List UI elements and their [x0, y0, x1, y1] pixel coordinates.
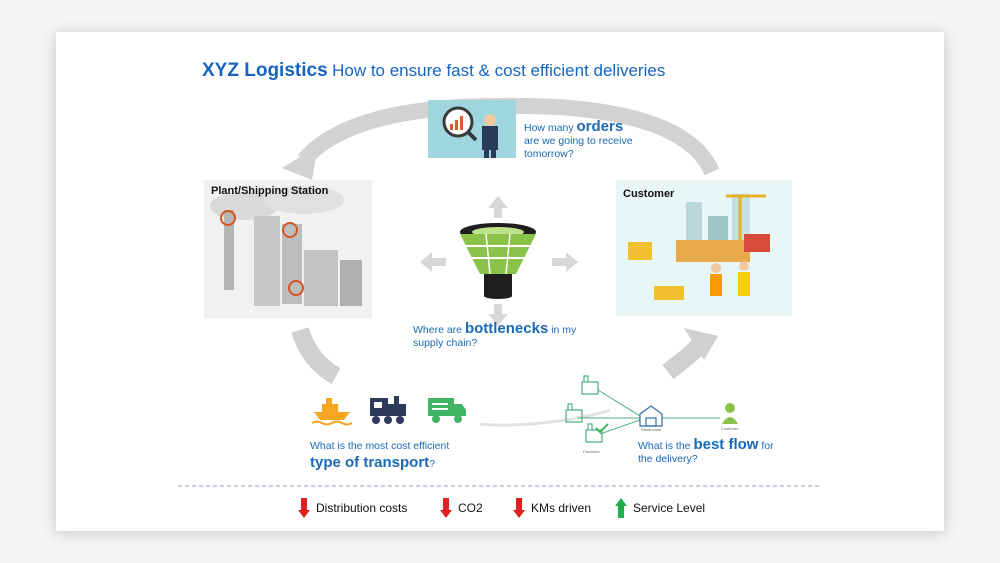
legend-label: Service Level [633, 501, 706, 515]
legend-co2: CO2 [440, 498, 483, 518]
orders-question-pre: How many [524, 122, 577, 134]
bottleneck-highlight: bottlenecks [464, 320, 549, 337]
checkmark-icon [595, 423, 609, 434]
factory-icon [204, 180, 372, 318]
funnel-arrows [420, 196, 578, 326]
arrow-up-icon [615, 498, 627, 518]
train-icon [366, 392, 410, 426]
transport-question-post: ? [429, 458, 436, 470]
truck-icon [426, 394, 468, 424]
bottleneck-question-post: in my [548, 324, 577, 336]
orders-question: How many orders are we going to receive … [524, 118, 633, 161]
page-title: XYZ Logistics How to ensure fast & cost … [202, 60, 665, 82]
factory-node-2 [565, 403, 583, 423]
legend-kms-driven: KMs driven [513, 498, 591, 518]
legend-label: KMs driven [531, 501, 592, 515]
plant-image [204, 180, 372, 318]
orders-question-line2: are we going to receive [524, 135, 633, 147]
orders-analyst-image [428, 100, 516, 158]
left-cycle-arrow [291, 327, 341, 384]
orders-highlight: orders [576, 118, 624, 135]
flow-highlight: best flow [693, 436, 759, 453]
plant-label: Plant/Shipping Station [211, 185, 329, 197]
flow-question-line2: the delivery? [638, 453, 698, 465]
legend-label: Distribution costs [316, 501, 408, 515]
warehouse-icon [639, 405, 663, 427]
flow-question-post: for [758, 440, 774, 452]
bottleneck-question-line2: supply chain? [413, 337, 478, 349]
customer-caption: Customer [721, 426, 739, 431]
arrow-down-icon [440, 498, 452, 518]
right-cycle-arrowhead [684, 328, 718, 360]
bottleneck-question: Where are bottlenecks in my supply chain… [413, 320, 577, 350]
legend-label: CO2 [458, 501, 483, 515]
top-cycle-arrowhead [282, 146, 318, 180]
transport-question: What is the most cost efficient type of … [310, 440, 449, 471]
legend-service-level: Service Level [615, 498, 705, 518]
flow-question-pre: What is the [638, 440, 694, 452]
flow-question: What is the best flow for the delivery? [638, 436, 774, 466]
title-subtitle: How to ensure fast & cost efficient deli… [332, 61, 666, 80]
bottom-cycle-arrow [479, 408, 611, 427]
magnifier-chart-icon [428, 100, 516, 158]
orders-question-line3: tomorrow? [524, 148, 574, 160]
arrow-down-icon [513, 498, 525, 518]
arrow-down-icon [298, 498, 310, 518]
warehouse-caption: Warehouse [641, 427, 662, 432]
construction-site-icon [616, 180, 792, 316]
customer-image [616, 180, 792, 316]
ship-icon [311, 394, 353, 426]
transport-highlight: type of transport [310, 454, 430, 471]
bottleneck-question-pre: Where are [413, 324, 465, 336]
factory-node-1 [581, 375, 599, 395]
factories-caption: Factories [583, 449, 600, 454]
funnel-icon [460, 223, 536, 299]
customer-label: Customer [623, 188, 675, 200]
bottleneck-funnel [456, 222, 540, 302]
legend-distribution-costs: Distribution costs [298, 498, 407, 518]
transport-question-line1: What is the most cost efficient [310, 440, 450, 452]
title-brand: XYZ Logistics [202, 60, 328, 81]
factory-node-3 [585, 423, 603, 443]
person-icon [722, 403, 738, 424]
